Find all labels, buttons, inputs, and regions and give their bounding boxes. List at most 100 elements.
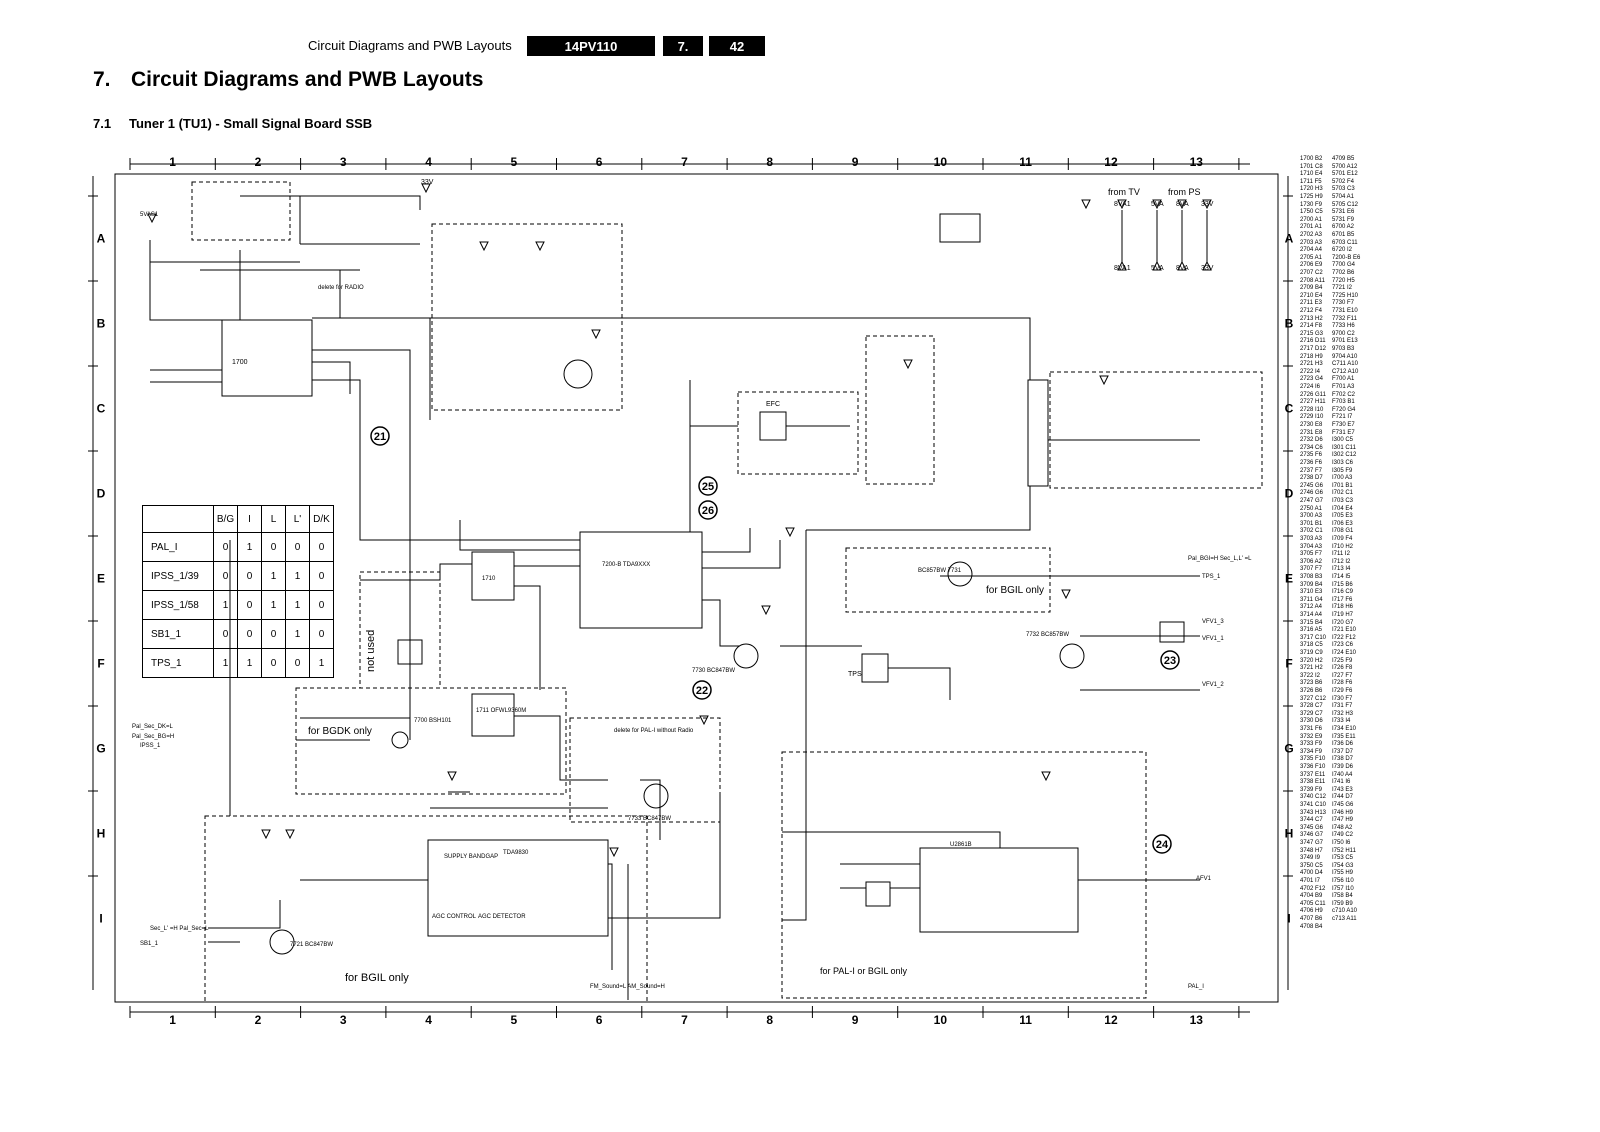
index-entry: 2750 A1 [1300,505,1323,512]
marker-circle [698,476,718,496]
supply-arrows [147,183,1212,858]
index-entry: 2712 F4 [1300,308,1323,314]
index-entry: 5701 E12 [1332,171,1358,178]
transistors [269,359,1085,955]
index-entry: I726 F8 [1332,665,1353,672]
vfv1-1-label: VFV1_1 [1202,636,1224,642]
index-entry: I758 B4 [1332,893,1353,900]
delete-pal-i-note: delete for PAL-I without Radio [614,728,694,734]
table-cell: 1 [309,648,334,678]
row-label: D [97,487,106,501]
index-entry: 1720 H3 [1300,186,1323,193]
for-bgdk-note: for BGDK only [308,726,372,737]
ipss-label: IPSS_1 [140,743,161,749]
index-entry: I741 I6 [1332,779,1351,786]
column-label: 7 [681,155,688,169]
index-entry: 6700 A2 [1332,224,1355,231]
index-entry: 3735 F10 [1300,756,1326,763]
table-cell: 1 [285,619,310,649]
agc-detector-label: AGC DETECTOR [478,914,526,920]
index-entry: F730 E7 [1332,422,1355,428]
index-entry: F701 A3 [1332,384,1355,390]
tda-block [579,531,703,629]
index-entry: 7702 B6 [1332,270,1355,276]
index-entry: 2728 I10 [1300,406,1324,413]
afv1-label: AFV1 [1196,876,1212,882]
table-header-cell: I [237,505,262,533]
index-entry: 2715 G3 [1300,330,1324,337]
index-entry: I718 H6 [1332,604,1354,611]
marker-circle [1160,650,1180,670]
schematic-frame [114,173,1279,1003]
vfv1-2-label: VFV1_2 [1202,682,1224,688]
table-header-cell: L' [285,505,310,533]
index-entry: I711 I2 [1332,551,1350,558]
index-entry: 3730 D6 [1300,718,1323,725]
index-entry: 7731 E10 [1332,308,1358,314]
index-entry: 1725 H9 [1300,194,1323,200]
index-entry: I752 H11 [1332,847,1356,854]
index-entry: 3745 G6 [1300,824,1324,831]
supply-bandgap-label: SUPPLY BANDGAP [444,854,498,860]
index-entry: I756 I10 [1332,878,1354,884]
table-cell: 0 [237,561,262,591]
index-entry: I737 D7 [1332,748,1354,755]
vfv1-3-label: VFV1_3 [1202,619,1224,625]
table-cell: 1 [285,590,310,620]
table-cell: 1 [213,590,238,620]
index-entry: 3714 A4 [1300,612,1323,618]
column-label: 10 [934,1013,948,1027]
pal-sec-dk-label: Pal_Sec_DK=L [132,724,174,730]
index-entry: 4706 H9 [1300,908,1323,915]
tuner-block [221,319,313,397]
column-label: 9 [852,155,859,169]
column-label: 6 [596,1013,603,1027]
row-label: E [1285,572,1293,586]
index-entry: 2708 A11 [1300,277,1325,284]
index-entry: 7721 I2 [1332,285,1353,292]
index-entry: I736 D6 [1332,741,1354,748]
index-entry: I709 F4 [1332,536,1353,542]
index-entry: I713 I4 [1332,566,1351,573]
index-entry: 4704 B9 [1300,893,1323,900]
index-entry: 3728 C7 [1300,703,1323,710]
supply-33v-label: 33V [1201,201,1214,208]
index-entry: 4701 I7 [1300,878,1321,884]
index-entry: I701 B1 [1332,482,1353,489]
section-number: 7.1 [93,116,112,131]
index-entry: 3717 C10 [1300,634,1327,641]
ic1710-block [471,551,515,601]
index-entry: 9703 B3 [1332,346,1355,352]
index-entry: I716 C9 [1332,589,1354,596]
supply-33v-label-2: 33V [1201,265,1214,272]
index-entry: I730 F7 [1332,695,1353,702]
index-entry: 5704 A1 [1332,194,1355,200]
row-label: H [1285,827,1294,841]
supply-8va1-label: 8VA1 [1114,201,1131,208]
transistor-7732-label: 7732 BC857BW [1026,632,1069,638]
index-entry: I720 G7 [1332,619,1354,626]
index-entry: I704 E4 [1332,505,1353,512]
marker-circle [370,426,390,446]
index-entry: 4707 B6 [1300,916,1323,922]
supply-8va1-label-2: 8VA1 [1114,265,1131,272]
table-cell: 1 [261,590,286,620]
index-entry: I729 F6 [1332,688,1353,694]
table-cell: 0 [213,532,238,562]
index-entry: 3738 E11 [1300,779,1326,786]
index-entry: 2707 C2 [1300,270,1323,276]
column-label: 1 [169,155,176,169]
index-entry: 2710 E4 [1300,292,1323,299]
column-label: 8 [766,1013,773,1027]
running-title: Circuit Diagrams and PWB Layouts [308,38,512,53]
table-row-name: SB1_1 [142,619,214,649]
index-entry: 6701 B5 [1332,232,1355,238]
index-entry: I740 A4 [1332,771,1353,778]
marker-circle [692,680,712,700]
index-entry: I733 I4 [1332,718,1351,725]
index-entry: 2726 G11 [1300,391,1326,398]
row-label: A [97,232,106,246]
